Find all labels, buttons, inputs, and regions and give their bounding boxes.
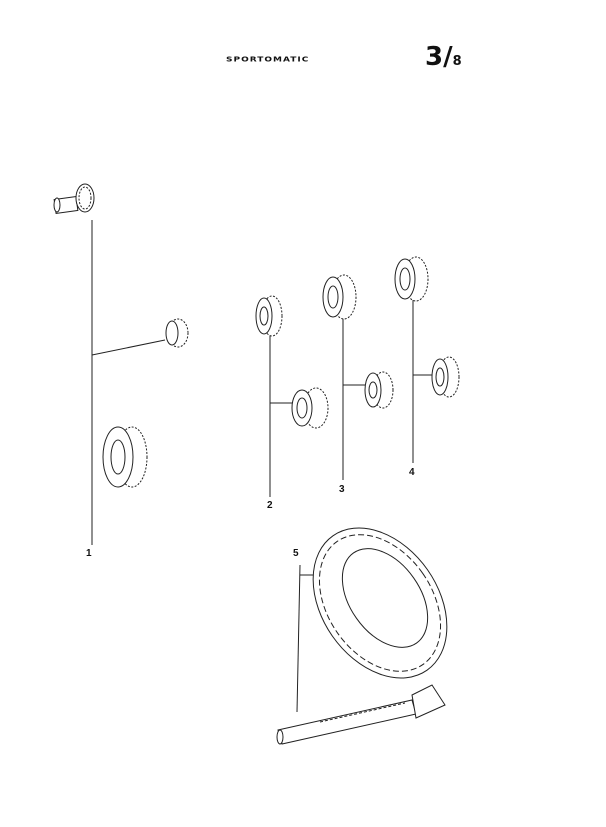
small-gear-1 xyxy=(165,318,189,348)
leader-lines-1 xyxy=(91,220,166,545)
gear-4b xyxy=(431,356,460,398)
gear-2a xyxy=(255,295,283,337)
pinion-shaft-gear xyxy=(53,183,95,215)
gear-2b xyxy=(291,387,329,429)
leader-lines-3 xyxy=(342,318,365,480)
ring-gear xyxy=(312,527,448,679)
gear-4a xyxy=(394,256,429,302)
page-major: 3/ xyxy=(425,42,453,72)
gear-3a xyxy=(322,274,357,320)
pinion-shaft xyxy=(276,684,446,745)
page-number: 3/8 xyxy=(425,42,462,72)
leader-lines-4 xyxy=(412,300,433,463)
callout-3: 3 xyxy=(339,484,345,495)
callout-5: 5 xyxy=(293,548,299,559)
page-minor: 8 xyxy=(452,54,462,69)
callout-2: 2 xyxy=(267,500,273,511)
large-gear-1 xyxy=(102,426,148,488)
gear-3b xyxy=(364,371,394,409)
leader-lines-2 xyxy=(269,335,293,497)
callout-4: 4 xyxy=(409,467,415,478)
callout-1: 1 xyxy=(86,548,92,559)
diagram-title: SPORTOMATIC xyxy=(226,56,310,64)
